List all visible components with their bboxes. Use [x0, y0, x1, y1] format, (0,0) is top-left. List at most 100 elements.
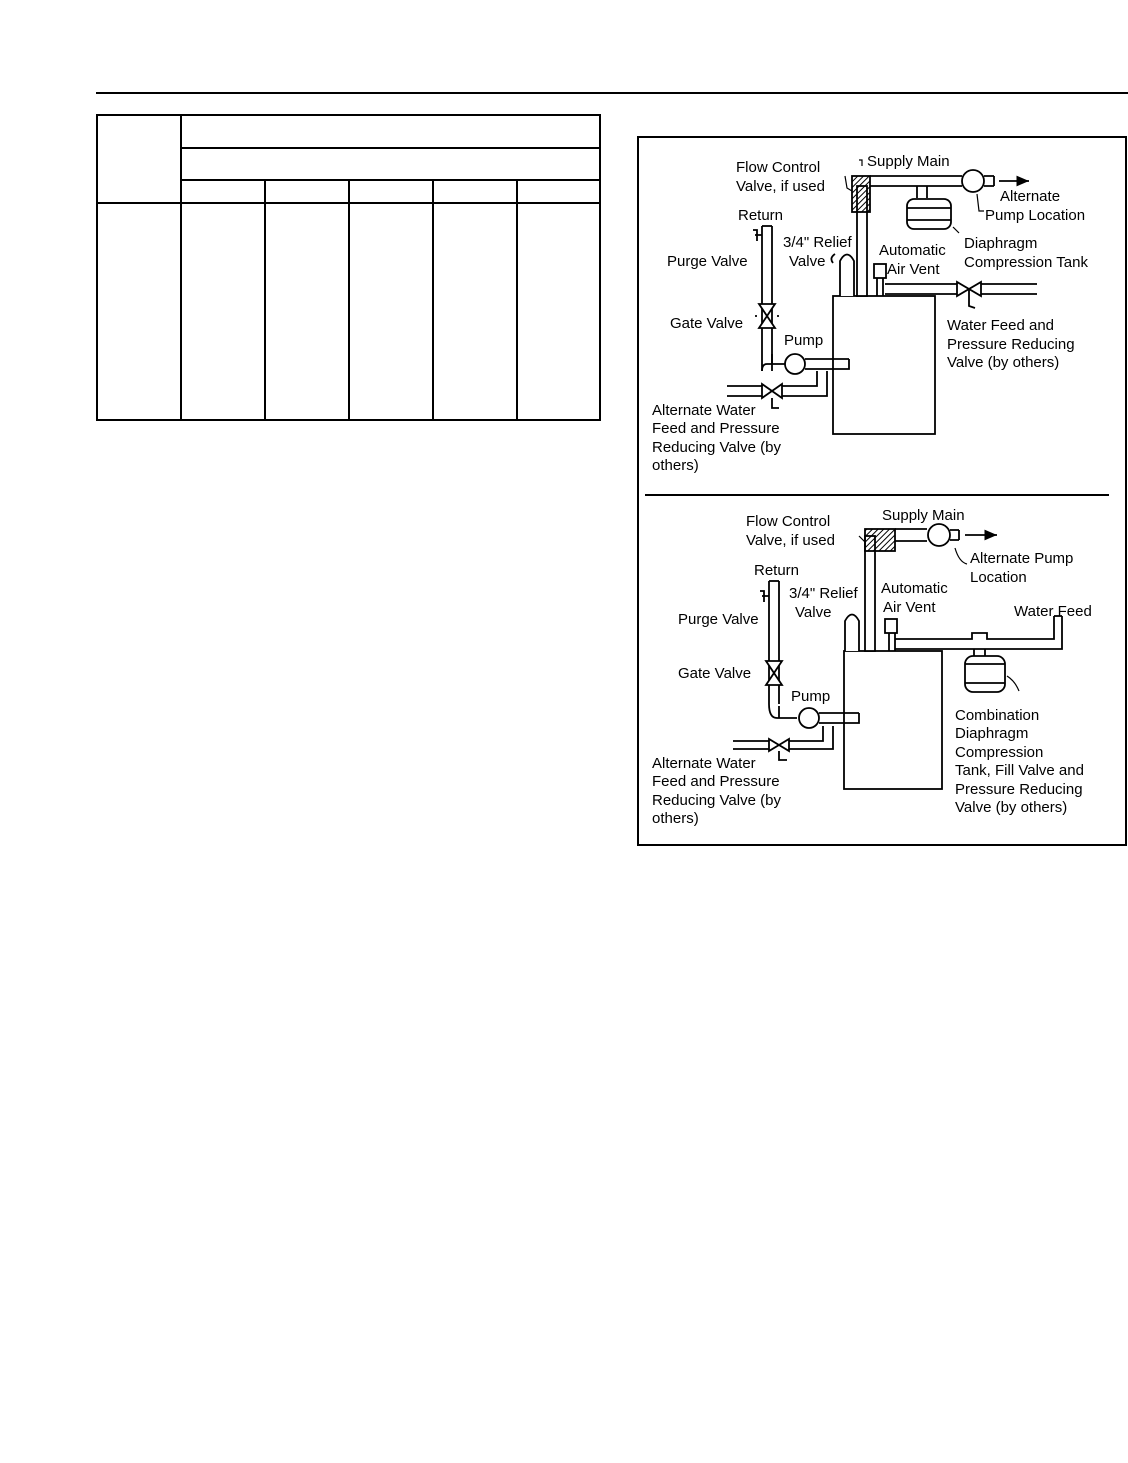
alt-pump-bottom — [927, 523, 951, 547]
label-flow-control: Flow Control — [736, 159, 820, 176]
table-header-row-2 — [97, 147, 601, 181]
supply-riser-bottom — [864, 535, 876, 652]
label-return: Return — [738, 207, 783, 224]
spec-table — [96, 114, 601, 421]
label-air-vent: Automatic — [879, 242, 946, 259]
label-water-feed: Valve (by others) — [947, 354, 1059, 371]
relief-valve-top — [839, 253, 855, 296]
label-relief-valve: 3/4" Relief — [789, 585, 859, 602]
label-combination-tank: Combination — [955, 707, 1039, 724]
alt-feed-line-top — [727, 385, 762, 397]
table-column-header — [348, 179, 434, 204]
alt-feed-line-bottom — [733, 740, 769, 750]
label-purge-valve: Purge Valve — [678, 611, 759, 628]
label-combination-tank: Valve (by others) — [955, 799, 1067, 816]
table-cell — [348, 202, 434, 421]
label-alt-water-feed: Feed and Pressure — [652, 773, 780, 790]
combination-tank-bottom — [964, 655, 1006, 693]
table-cell — [432, 202, 518, 421]
boiler-top — [832, 295, 936, 435]
gate-valve-top — [757, 303, 777, 329]
return-line-top — [761, 226, 773, 371]
label-alternate-pump: Pump Location — [985, 207, 1085, 224]
boiler-bottom — [843, 650, 943, 790]
piping-figure-frame — [637, 136, 1127, 846]
label-diaphragm-tank: Diaphragm — [964, 235, 1037, 252]
label-gate-valve: Gate Valve — [678, 665, 751, 682]
table-header-cell — [180, 147, 601, 181]
label-flow-control: Valve, if used — [736, 178, 825, 195]
label-alt-water-feed: Alternate Water — [652, 755, 756, 772]
table-cell — [96, 202, 182, 421]
table-row — [96, 202, 601, 421]
purge-valve-top — [753, 229, 762, 241]
table-column-header — [432, 179, 518, 204]
label-purge-valve: Purge Valve — [667, 253, 748, 270]
supply-main-top — [870, 175, 962, 187]
label-air-vent: Automatic — [881, 580, 948, 597]
labels-bottom: Flow Control Valve, if used Supply Main … — [652, 507, 1092, 827]
table-cell — [264, 202, 350, 421]
table-column-header — [264, 179, 350, 204]
diaphragm-tank-top — [906, 198, 952, 230]
alt-pump-top — [961, 169, 985, 193]
label-flow-control: Flow Control — [746, 513, 830, 530]
water-feed-line-bottom — [895, 616, 1063, 650]
alt-feed-valve-top — [761, 382, 783, 400]
label-alt-water-feed: Alternate Water — [652, 402, 756, 419]
table-cell — [180, 202, 266, 421]
alt-feed-valve-bottom — [768, 737, 790, 753]
table-header-row-3 — [97, 179, 601, 204]
water-feed-line-top — [885, 283, 957, 295]
label-alt-water-feed: others) — [652, 810, 699, 827]
label-relief-valve: Valve — [795, 604, 831, 621]
label-diaphragm-tank: Compression Tank — [964, 254, 1088, 271]
table-cell — [516, 202, 601, 421]
label-water-feed: Water Feed — [1014, 603, 1092, 620]
label-combination-tank: Compression — [955, 744, 1043, 761]
table-header-row-1 — [96, 114, 601, 204]
table-column-header — [180, 179, 266, 204]
label-pump: Pump — [784, 332, 823, 349]
label-gate-valve: Gate Valve — [670, 315, 743, 332]
label-return: Return — [754, 562, 799, 579]
label-relief-valve: Valve — [789, 253, 825, 270]
label-alt-water-feed: Reducing Valve (by — [652, 439, 781, 456]
flow-control-valve-top — [851, 175, 871, 213]
label-flow-control: Valve, if used — [746, 532, 835, 549]
label-alternate-pump: Alternate Pump — [970, 550, 1073, 567]
flow-control-valve-bottom — [864, 528, 896, 552]
label-water-feed: Water Feed and — [947, 317, 1054, 334]
label-combination-tank: Tank, Fill Valve and — [955, 762, 1084, 779]
pump-bottom — [798, 707, 820, 729]
label-alt-water-feed: Feed and Pressure — [652, 420, 780, 437]
label-air-vent: Air Vent — [887, 261, 940, 278]
supply-main-bottom — [895, 528, 927, 542]
label-air-vent: Air Vent — [883, 599, 936, 616]
pump-top — [784, 353, 806, 375]
table-header-cell — [180, 114, 601, 149]
label-supply-main: Supply Main — [867, 153, 950, 170]
purge-valve-bottom — [760, 590, 769, 602]
label-relief-valve: 3/4" Relief — [783, 234, 853, 251]
table-corner-cell — [96, 114, 182, 204]
label-alt-water-feed: others) — [652, 457, 699, 474]
air-vent-bottom — [884, 618, 898, 634]
label-alternate-pump: Alternate — [1000, 188, 1060, 205]
label-combination-tank: Pressure Reducing — [955, 781, 1083, 798]
diagram-bottom — [733, 523, 1063, 790]
header-rule — [96, 92, 1128, 94]
label-water-feed: Pressure Reducing — [947, 336, 1075, 353]
relief-valve-bottom — [844, 613, 860, 651]
label-pump: Pump — [791, 688, 830, 705]
label-supply-main: Supply Main — [882, 507, 965, 524]
air-vent-top — [873, 263, 887, 279]
table-column-header — [516, 179, 601, 204]
label-alternate-pump: Location — [970, 569, 1027, 586]
gate-valve-bottom — [764, 660, 784, 686]
piping-diagrams: Flow Control Valve, if used Supply Main … — [645, 153, 1109, 827]
diagram-top — [727, 159, 1037, 435]
label-alt-water-feed: Reducing Valve (by — [652, 792, 781, 809]
label-combination-tank: Diaphragm — [955, 725, 1028, 742]
labels-top: Flow Control Valve, if used Supply Main … — [652, 153, 1088, 474]
